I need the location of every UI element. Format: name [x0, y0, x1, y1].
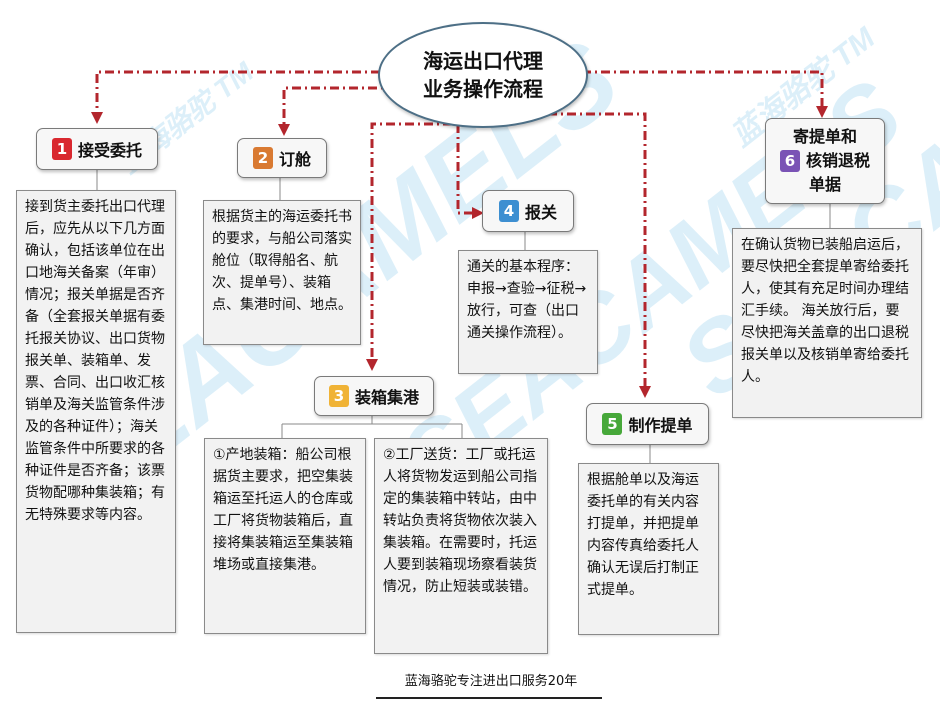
step-3-description-left: ①产地装箱：船公司根据货主要求，把空集装箱运至托运人的仓库或工厂将货物装箱后，直… — [204, 438, 366, 634]
step-1-number: 1 — [51, 138, 72, 160]
step-1-description: 接到货主委托出口代理后，应先从以下几方面确认，包括该单位在出口地海关备案（年审）… — [16, 190, 176, 633]
connector-step3 — [281, 408, 463, 438]
step-3-node: 3 装箱集港 — [314, 376, 434, 416]
step-2-description: 根据货主的海运委托书的要求，与船公司落实舱位（取得船名、航次、提单号）、装箱点、… — [203, 200, 361, 345]
step-2-node: 2 订舱 — [237, 138, 327, 178]
footer-caption: 蓝海骆驼专注进出口服务20年 — [404, 674, 578, 689]
step-6-description: 在确认货物已装船启运后，要尽快把全套提单寄给委托人，使其有充足时间办理结汇手续。… — [732, 228, 922, 418]
step-6-node: 寄提单和 6 核销退税 单据 — [765, 118, 885, 204]
step-6-label-line-2: 核销退税 — [805, 151, 870, 170]
arrow-to-step3 — [366, 122, 452, 371]
step-4-description: 通关的基本程序：申报→查验→征税→放行，可查（出口通关操作流程）。 — [458, 250, 598, 374]
title-line-2: 业务操作流程 — [423, 77, 543, 101]
step-6-number: 6 — [779, 150, 800, 172]
arrow-to-step2 — [278, 86, 396, 136]
title-line-1: 海运出口代理 — [423, 49, 543, 73]
step-2-number: 2 — [252, 147, 273, 169]
step-4-node: 4 报关 — [482, 190, 574, 232]
footer-underline — [376, 697, 602, 699]
step-5-label: 制作提单 — [628, 416, 693, 435]
arrow-to-step5 — [548, 112, 651, 398]
arrow-to-step4 — [456, 124, 484, 219]
step-3-number: 3 — [328, 385, 349, 407]
arrow-to-step1 — [91, 70, 380, 124]
step-3-label: 装箱集港 — [354, 388, 419, 407]
step-4-label: 报关 — [524, 203, 557, 222]
step-2-label: 订舱 — [278, 150, 311, 169]
step-3-description-right: ②工厂送货：工厂或托运人将货物发运到船公司指定的集装箱中转站，由中转站负责将货物… — [374, 438, 548, 654]
step-1-label: 接受委托 — [77, 141, 142, 160]
step-1-node: 1 接受委托 — [36, 128, 158, 170]
step-6-label-line-3: 单据 — [808, 175, 841, 194]
step-5-number: 5 — [602, 413, 623, 435]
step-5-description: 根据舱单以及海运委托单的有关内容打提单，并把提单内容传真给委托人确认无误后打制正… — [578, 463, 719, 635]
step-4-number: 4 — [498, 200, 519, 222]
flow-title: 海运出口代理 业务操作流程 — [378, 22, 588, 128]
step-5-node: 5 制作提单 — [586, 403, 709, 445]
step-6-label-line-1: 寄提单和 — [792, 127, 857, 146]
arrow-to-step6 — [582, 70, 828, 118]
